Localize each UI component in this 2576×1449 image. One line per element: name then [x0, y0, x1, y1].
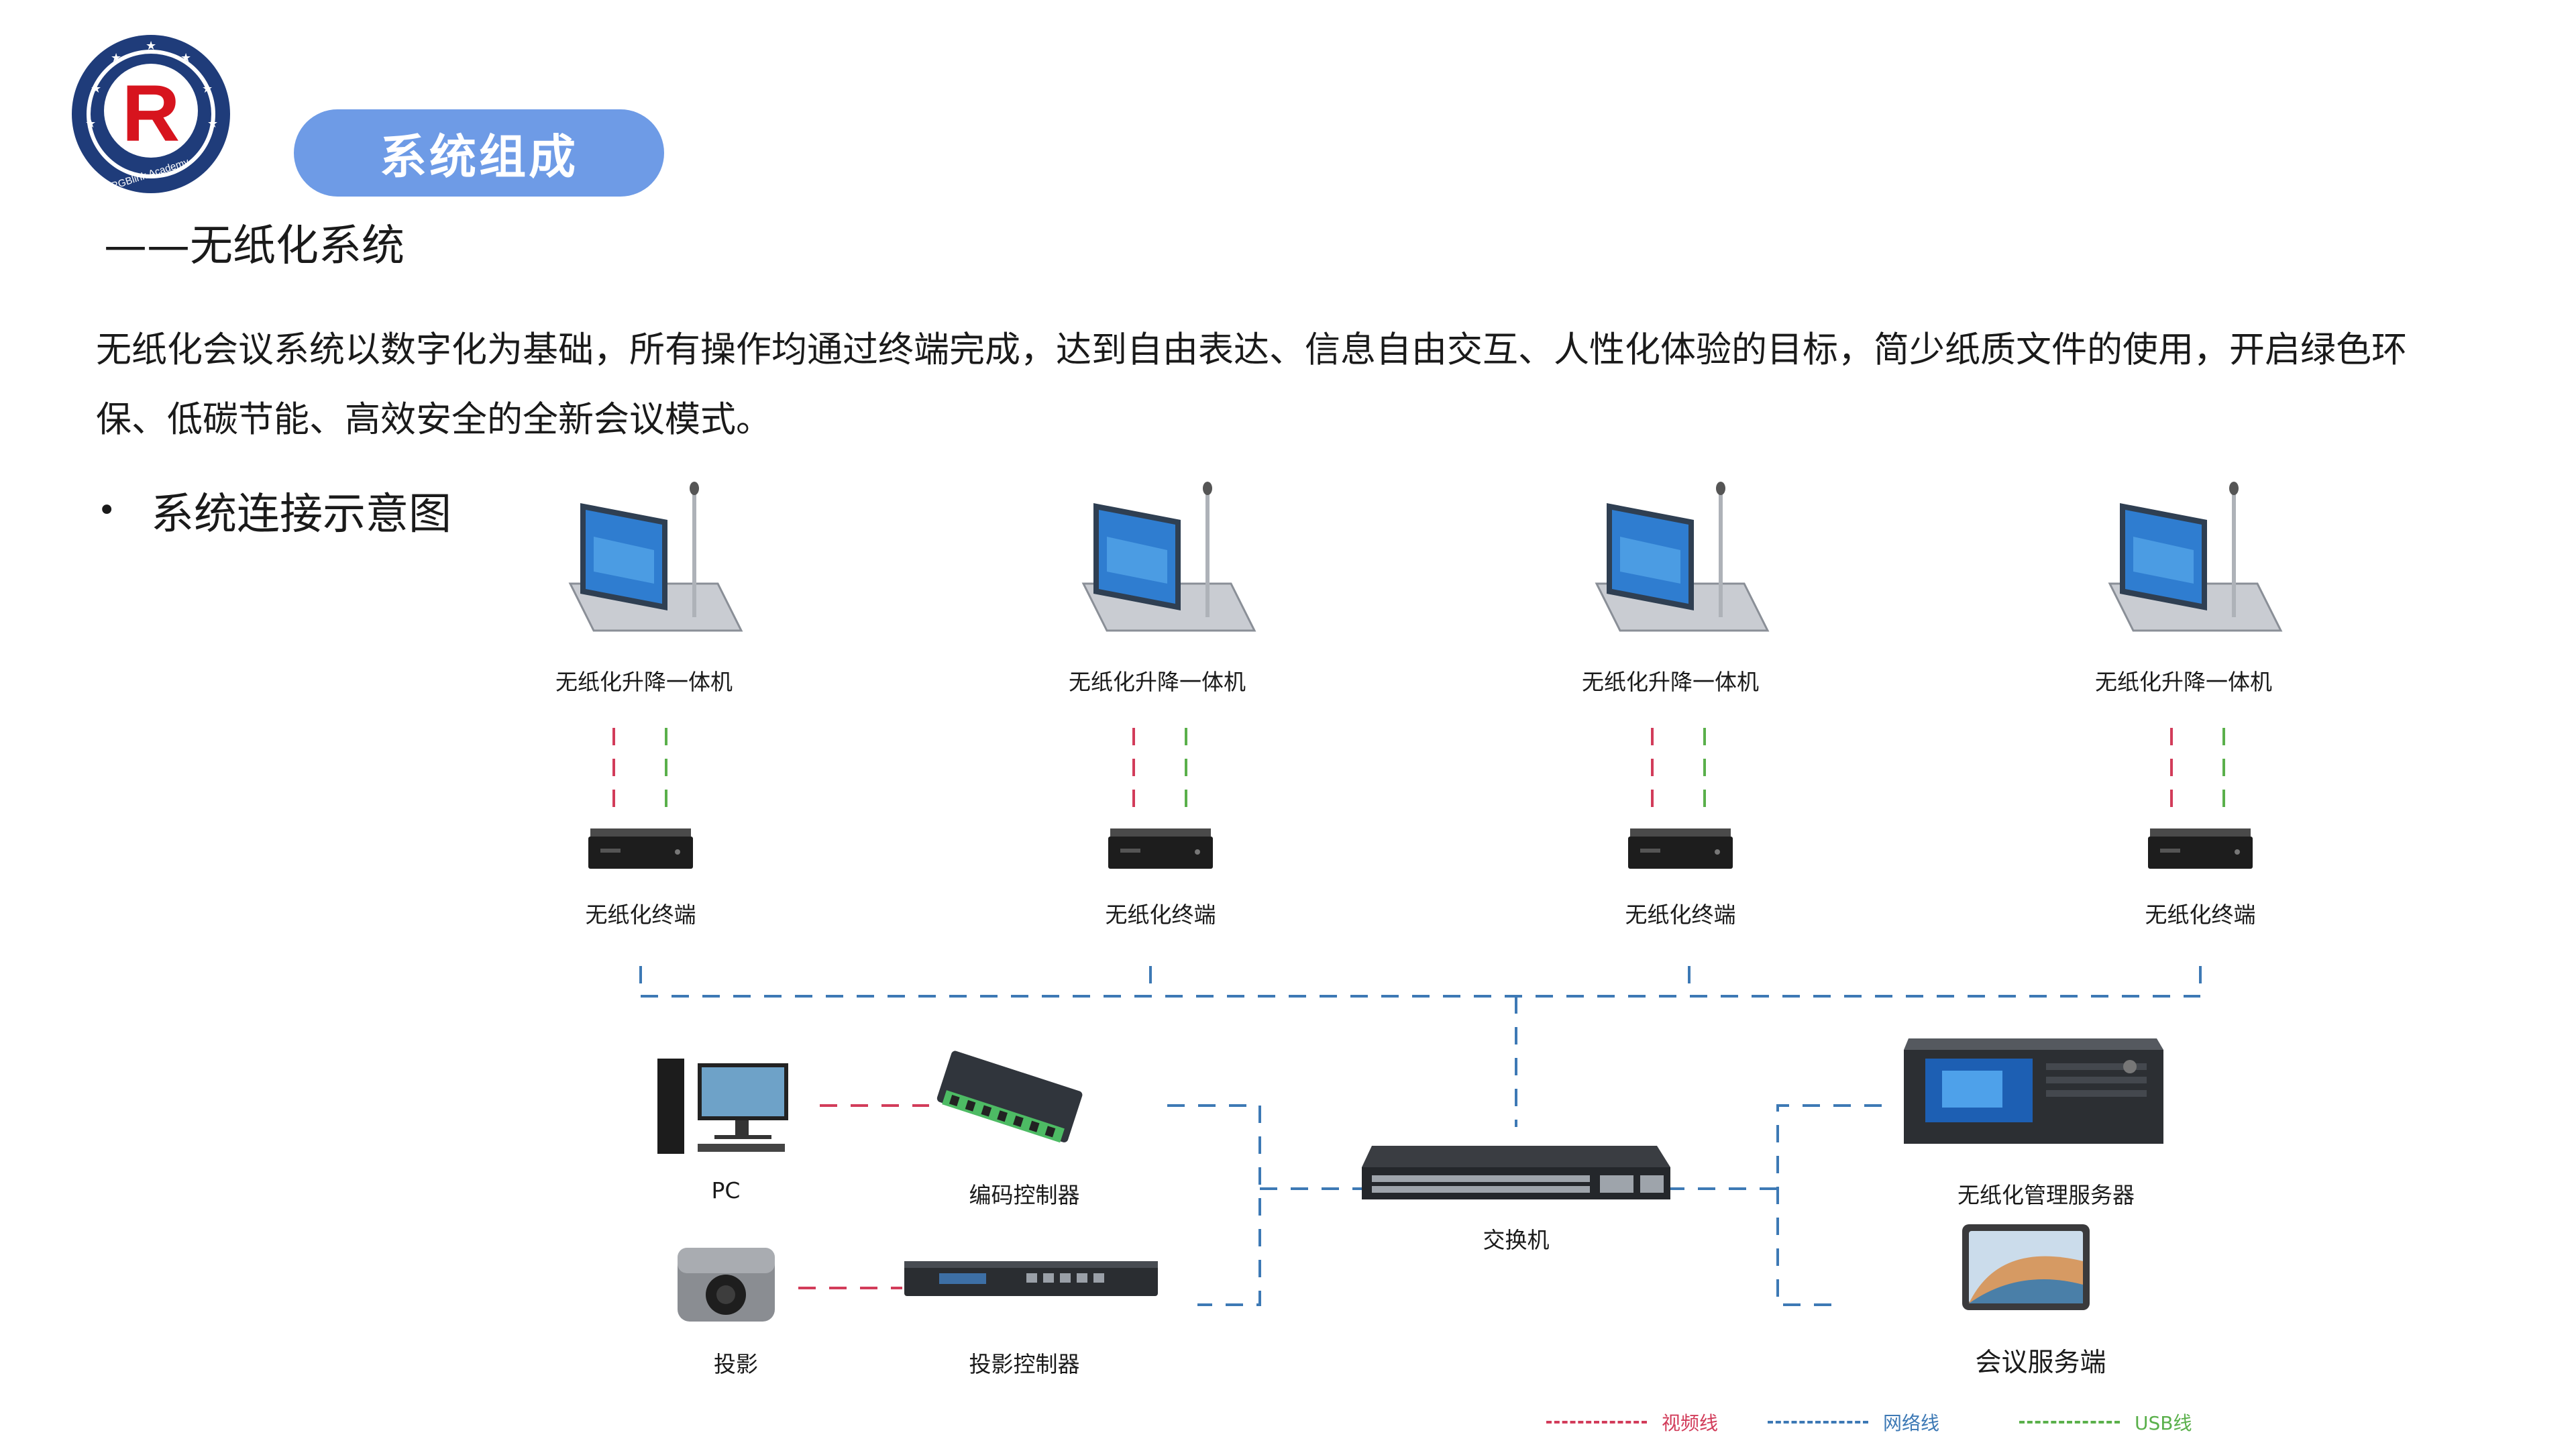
lift-unit-label-4: 无纸化升降一体机 — [2095, 669, 2272, 695]
terminal-label-4: 无纸化终端 — [2145, 902, 2256, 928]
conference-server-icon — [1962, 1224, 2090, 1310]
legend-usb-swatch — [2019, 1421, 2120, 1424]
conference-server-label: 会议服务端 — [1975, 1348, 2106, 1378]
terminal-icon-2 — [1108, 828, 1213, 869]
svg-text:★: ★ — [207, 117, 218, 131]
svg-text:R: R — [122, 68, 180, 158]
network-switch-label: 交换机 — [1483, 1227, 1550, 1253]
network-switch-icon — [1362, 1146, 1670, 1199]
encoder-controller-icon — [936, 1051, 1083, 1143]
lift-unit-label-1: 无纸化升降一体机 — [555, 669, 733, 695]
rgblink-academy-logo: ★★★ ★★★★ R RGBlink Academy — [72, 35, 230, 193]
lift-unit-label-2: 无纸化升降一体机 — [1069, 669, 1246, 695]
management-server-label: 无纸化管理服务器 — [1957, 1182, 2135, 1208]
lift-unit-icon-3 — [1597, 482, 1768, 631]
lift-unit-icon-4 — [2110, 482, 2281, 631]
svg-text:★: ★ — [146, 39, 156, 53]
pc-icon — [657, 1059, 788, 1154]
bullet-text: 系统连接示意图 — [151, 490, 451, 539]
terminal-icon-4 — [2148, 828, 2253, 869]
legend-network: 网络线 — [1768, 1409, 1939, 1436]
intro-line-2: 保、低碳节能、高效安全的全新会议模式。 — [96, 399, 771, 440]
projector-controller-label: 投影控制器 — [969, 1351, 1080, 1377]
projector-label: 投影 — [714, 1351, 758, 1377]
terminal-icon-1 — [588, 828, 693, 869]
lift-unit-icon-1 — [570, 482, 741, 631]
terminal-label-1: 无纸化终端 — [585, 902, 696, 928]
legend-network-label: 网络线 — [1883, 1412, 1940, 1434]
lift-unit-label-3: 无纸化升降一体机 — [1582, 669, 1759, 695]
legend-network-swatch — [1768, 1421, 1868, 1424]
legend-video-swatch — [1546, 1421, 1647, 1424]
svg-text:★: ★ — [180, 51, 191, 65]
lift-unit-icon-2 — [1083, 482, 1254, 631]
svg-text:★: ★ — [111, 51, 121, 65]
projector-controller-icon — [904, 1261, 1158, 1296]
intro-line-1: 无纸化会议系统以数字化为基础，所有操作均通过终端完成，达到自由表达、信息自由交互… — [96, 329, 2407, 370]
network-bus — [639, 966, 2202, 1306]
legend-usb-label: USB线 — [2135, 1412, 2192, 1434]
encoder-controller-label: 编码控制器 — [969, 1182, 1080, 1208]
pc-label: PC — [711, 1177, 741, 1203]
legend-usb: USB线 — [2019, 1409, 2192, 1436]
terminal-icon-3 — [1628, 828, 1733, 869]
projector-icon — [678, 1248, 775, 1322]
terminal-label-3: 无纸化终端 — [1625, 902, 1736, 928]
bullet-dot: • — [97, 492, 117, 529]
bullet-item: • 系统连接示意图 — [97, 480, 451, 541]
svg-text:★: ★ — [202, 82, 213, 96]
terminal-label-2: 无纸化终端 — [1105, 902, 1216, 928]
svg-text:★: ★ — [91, 82, 101, 96]
section-subtitle: ——无纸化系统 — [104, 221, 405, 271]
section-title-pill: 系统组成 — [294, 109, 664, 197]
legend-video: 视频线 — [1546, 1409, 1718, 1436]
intro-paragraph: 无纸化会议系统以数字化为基础，所有操作均通过终端完成，达到自由表达、信息自由交互… — [96, 315, 2576, 455]
management-server-icon — [1904, 1038, 2163, 1144]
legend-video-label: 视频线 — [1662, 1412, 1719, 1434]
svg-text:★: ★ — [85, 117, 96, 131]
